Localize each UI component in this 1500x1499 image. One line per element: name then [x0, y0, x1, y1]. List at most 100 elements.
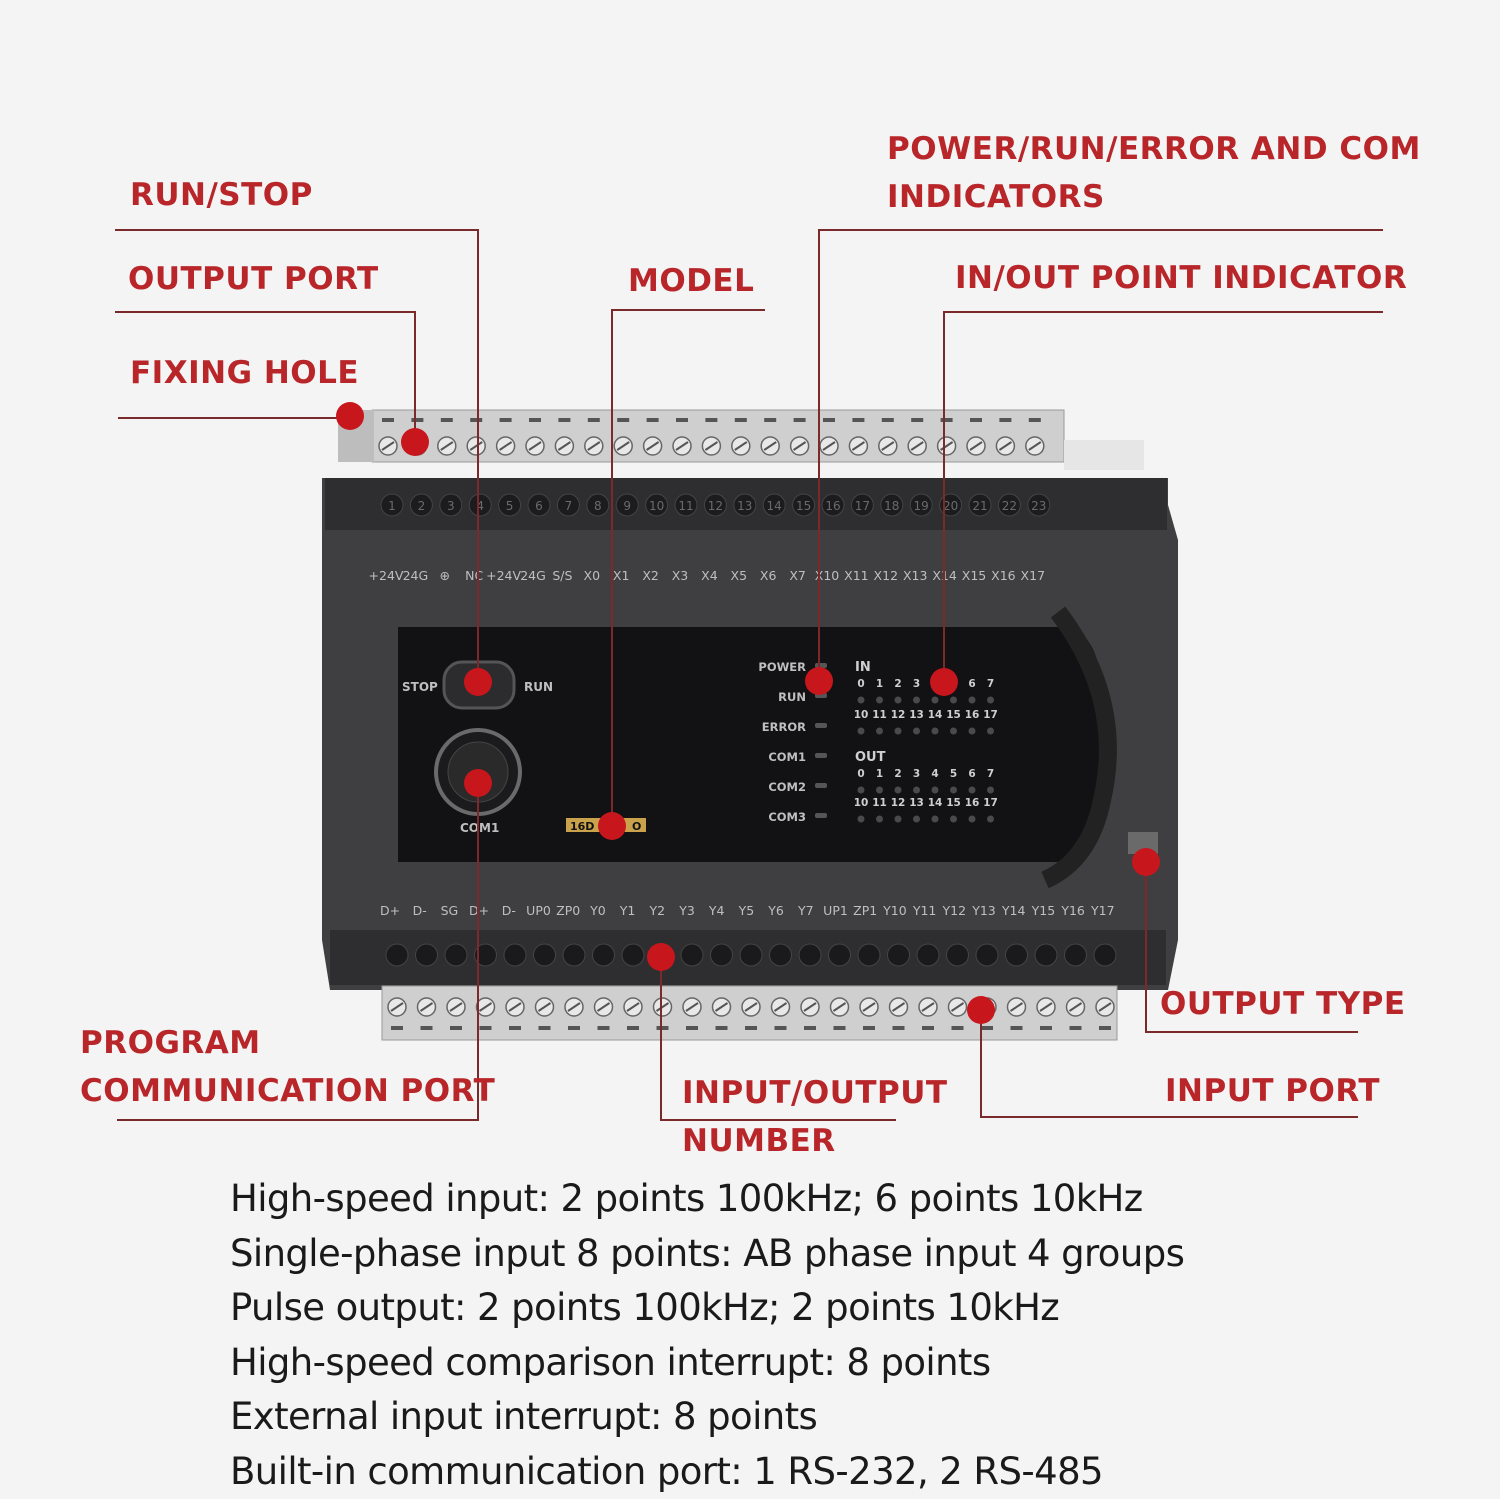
terminal-number: 16	[825, 499, 840, 513]
marker-model	[598, 812, 626, 840]
terminal-label: X3	[672, 568, 689, 583]
terminal-hole	[976, 944, 998, 966]
terminal-number: 23	[1031, 499, 1046, 513]
terminal-slot	[627, 1026, 639, 1030]
terminal-label: SG	[441, 903, 459, 918]
marker-program-port	[464, 769, 492, 797]
terminal-slot	[804, 1026, 816, 1030]
led-dot	[895, 816, 902, 823]
terminal-slot	[1070, 1026, 1082, 1030]
terminal-slot	[686, 1026, 698, 1030]
terminal-label: Y1	[619, 903, 636, 918]
led-number: 1	[876, 678, 883, 690]
status-led	[815, 723, 827, 728]
led-number: 0	[857, 678, 864, 690]
led-number: 7	[987, 768, 994, 780]
in-title: IN	[855, 660, 871, 675]
callout-indicators-line2: INDICATORS	[887, 173, 1105, 221]
terminal-label: Y3	[678, 903, 695, 918]
terminal-slot	[1011, 1026, 1023, 1030]
terminal-hole	[829, 944, 851, 966]
led-number: 5	[950, 768, 957, 780]
led-dot	[876, 816, 883, 823]
led-number: 4	[931, 768, 938, 780]
terminal-slot	[647, 418, 659, 422]
terminal-slot	[911, 418, 923, 422]
terminal-slot	[421, 1026, 433, 1030]
terminal-slot	[941, 418, 953, 422]
terminal-number: 13	[737, 499, 752, 513]
led-number: 14	[928, 709, 943, 721]
led-dot	[987, 787, 994, 794]
terminal-label: Y2	[649, 903, 666, 918]
led-number: 3	[913, 678, 920, 690]
terminal-number: 10	[649, 499, 664, 513]
terminal-hole	[593, 944, 615, 966]
terminal-label: Y11	[912, 903, 937, 918]
led-dot	[895, 728, 902, 735]
terminal-slot	[794, 418, 806, 422]
terminal-slot	[823, 418, 835, 422]
terminal-hole	[858, 944, 880, 966]
led-number: 17	[983, 797, 998, 809]
terminal-slot	[735, 418, 747, 422]
model-text: 16D	[570, 820, 594, 833]
model-text-end: O	[632, 820, 641, 833]
terminal-number: 19	[914, 499, 929, 513]
callout-model: MODEL	[628, 257, 754, 305]
terminal-hole	[1006, 944, 1028, 966]
terminal-label: 24G	[520, 568, 546, 583]
terminal-number: 1	[388, 499, 396, 513]
terminal-label: UP1	[823, 903, 848, 918]
terminal-slot	[568, 1026, 580, 1030]
terminal-hole	[534, 944, 556, 966]
terminal-slot	[588, 418, 600, 422]
marker-io-number	[647, 943, 675, 971]
led-dot	[932, 697, 939, 704]
terminal-slot	[863, 1026, 875, 1030]
terminal-number: 7	[565, 499, 573, 513]
terminal-number: 18	[884, 499, 899, 513]
led-number: 12	[891, 709, 906, 721]
status-led	[815, 783, 827, 788]
callout-input-port: INPUT PORT	[1165, 1067, 1380, 1115]
terminal-slot	[999, 418, 1011, 422]
terminal-hole	[888, 944, 910, 966]
led-dot	[932, 728, 939, 735]
terminal-slot	[705, 418, 717, 422]
led-number: 6	[968, 678, 975, 690]
terminal-number: 5	[506, 499, 514, 513]
led-dot	[987, 728, 994, 735]
status-label: RUN	[778, 690, 806, 704]
terminal-label: +24V	[369, 568, 404, 583]
led-dot	[932, 816, 939, 823]
spec-high-speed-input: High-speed input: 2 points 100kHz; 6 poi…	[230, 1172, 1184, 1227]
callout-indicators-line1: POWER/RUN/ERROR AND COM	[887, 125, 1421, 173]
led-dot	[913, 787, 920, 794]
spec-single-phase-input: Single-phase input 8 points: AB phase in…	[230, 1227, 1184, 1282]
terminal-label: Y7	[797, 903, 814, 918]
terminal-slot	[775, 1026, 787, 1030]
led-dot	[950, 787, 957, 794]
switch-stop-label: STOP	[402, 680, 438, 694]
terminal-hole	[1065, 944, 1087, 966]
terminal-label: Y16	[1060, 903, 1085, 918]
com1-label: COM1	[460, 821, 499, 835]
led-number: 13	[909, 709, 924, 721]
terminal-label: Y10	[882, 903, 907, 918]
terminal-slot	[480, 1026, 492, 1030]
terminal-slot	[1040, 1026, 1052, 1030]
terminal-label: X15	[962, 568, 986, 583]
terminal-slot	[834, 1026, 846, 1030]
terminal-label: X0	[584, 568, 601, 583]
terminal-hole	[917, 944, 939, 966]
led-number: 11	[872, 797, 887, 809]
terminal-number: 3	[447, 499, 455, 513]
terminal-slot	[391, 1026, 403, 1030]
terminal-slot	[558, 418, 570, 422]
terminal-label: ⊕	[440, 568, 450, 583]
terminal-slot	[764, 418, 776, 422]
terminal-label: X7	[789, 568, 806, 583]
callout-output-port: OUTPUT PORT	[128, 255, 379, 303]
